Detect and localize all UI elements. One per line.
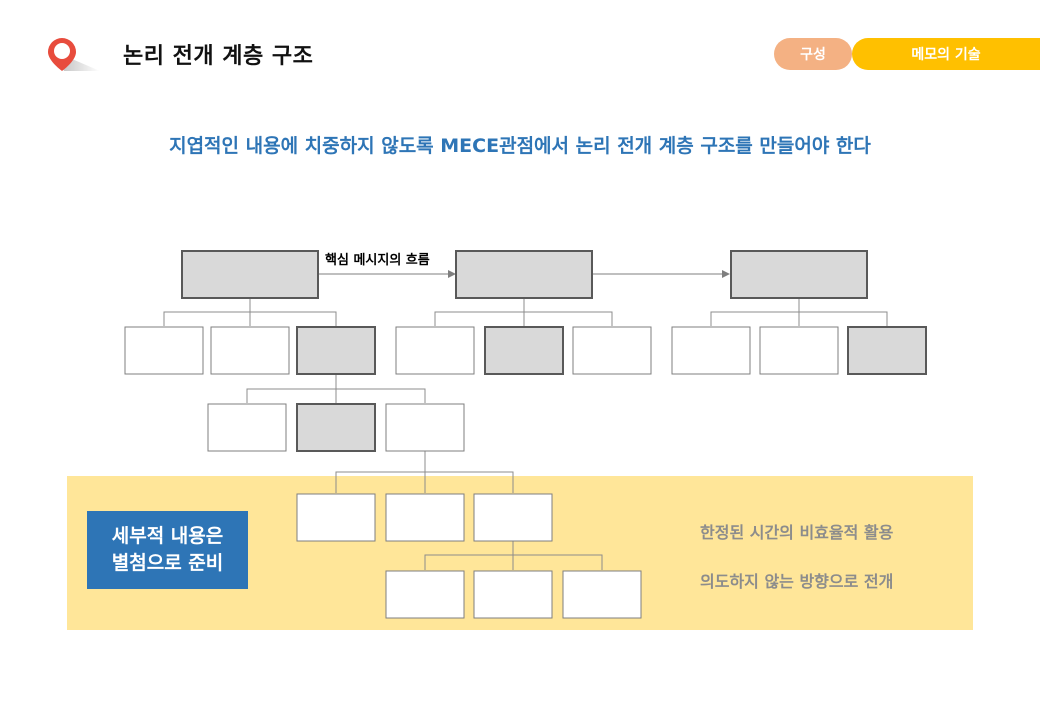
deep-detail-node	[385, 570, 465, 619]
sub-node	[395, 326, 475, 375]
appendix-note-box: 세부적 내용은 별첨으로 준비	[87, 511, 248, 589]
detail-node	[385, 403, 465, 452]
sub-node-highlighted	[296, 326, 376, 375]
deep-detail-node	[385, 493, 465, 542]
deep-detail-node	[562, 570, 642, 619]
sub-node-highlighted	[484, 326, 564, 375]
sub-node-highlighted	[847, 326, 927, 375]
sub-node	[759, 326, 839, 375]
detail-node-highlighted	[296, 403, 376, 452]
tag-memo-skill: 메모의 기술	[852, 38, 1040, 70]
connector	[163, 298, 337, 326]
page-title: 논리 전개 계층 구조	[123, 44, 314, 69]
connector	[710, 298, 888, 326]
sub-node	[210, 326, 290, 375]
tag-structure: 구성	[774, 38, 852, 70]
connector	[424, 541, 603, 570]
detail-node	[207, 403, 287, 452]
deep-detail-node	[473, 570, 553, 619]
key-message-node-3	[730, 250, 868, 299]
sub-node	[671, 326, 751, 375]
side-note-1: 한정된 시간의 비효율적 활용	[700, 523, 894, 542]
slide-subtitle: 지엽적인 내용에 치중하지 않도록 MECE관점에서 논리 전개 계층 구조를 …	[169, 135, 871, 157]
key-message-node-2	[455, 250, 593, 299]
connector	[246, 375, 426, 403]
appendix-note-line-1: 세부적 내용은	[111, 525, 224, 547]
deep-detail-node	[473, 493, 553, 542]
deep-detail-node	[296, 493, 376, 542]
sub-node	[124, 326, 204, 375]
connector	[434, 298, 613, 326]
appendix-note-line-2: 별첨으로 준비	[111, 552, 224, 574]
location-pin-icon	[48, 38, 100, 71]
key-message-node-1	[181, 250, 319, 299]
connector	[335, 451, 514, 493]
side-note-2: 의도하지 않는 방향으로 전개	[700, 572, 894, 591]
sub-node	[572, 326, 652, 375]
flow-label: 핵심 메시지의 흐름	[325, 253, 430, 268]
